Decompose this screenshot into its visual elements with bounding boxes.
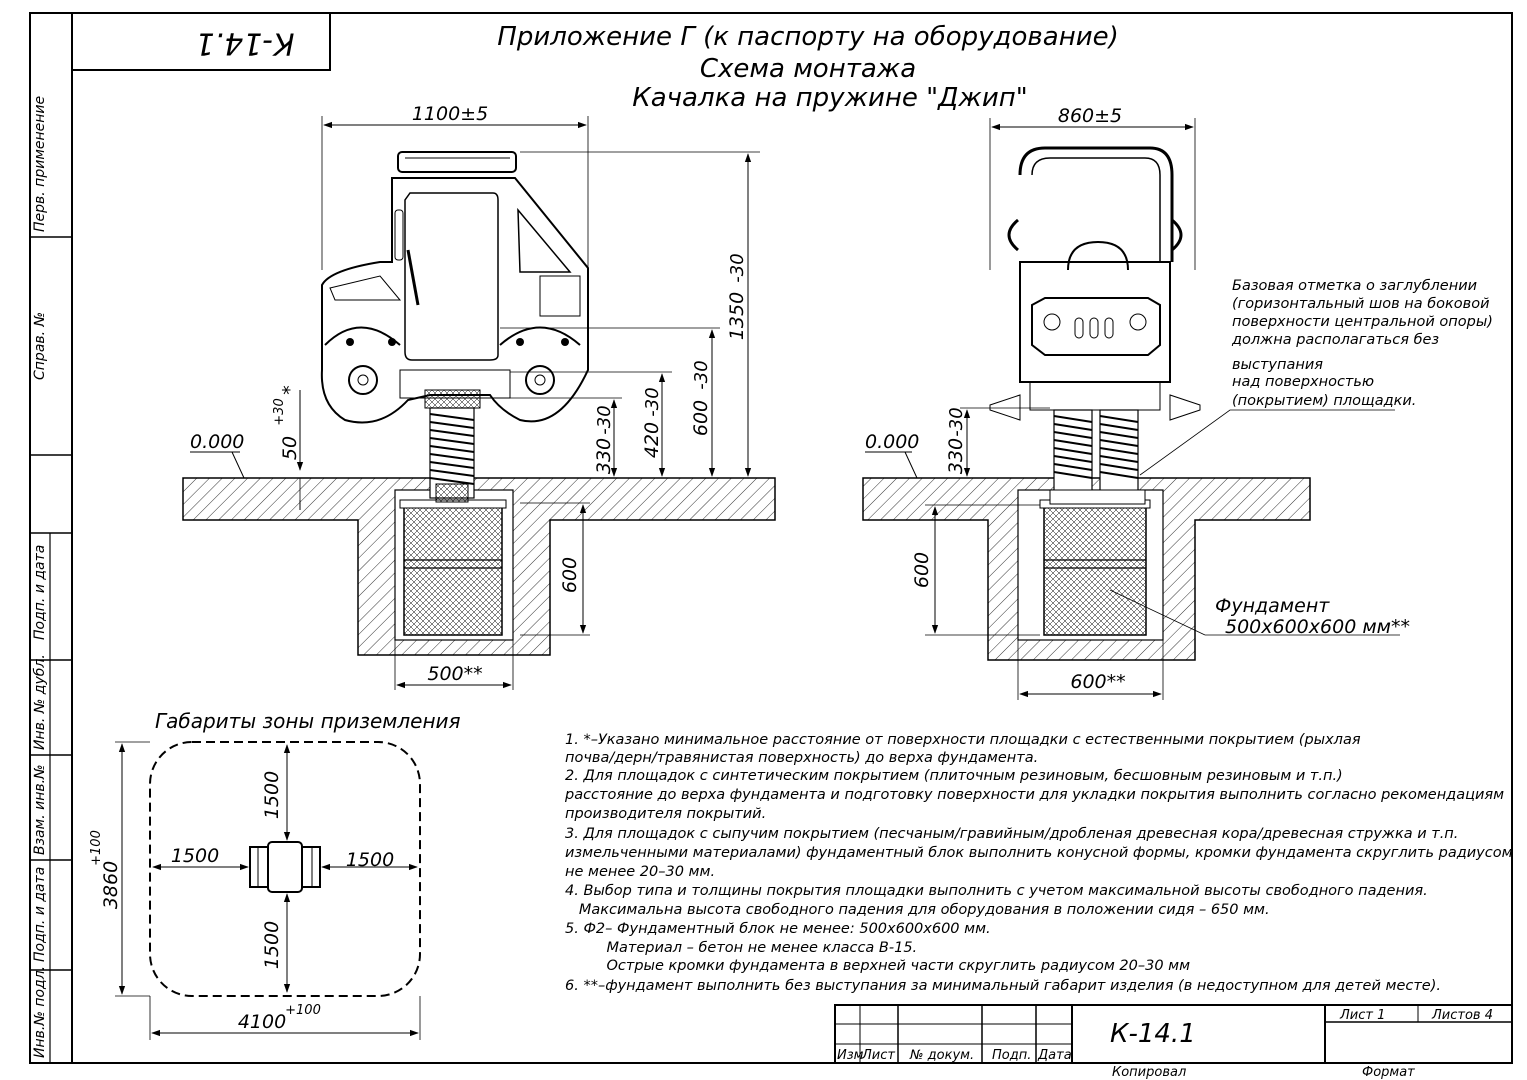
tb-no-dokum: № докум. xyxy=(909,1048,974,1063)
front-found-width: 500** xyxy=(427,663,482,685)
side-note: Базовая отметка о заглублении (горизонта… xyxy=(1109,278,1493,638)
note-line-6: 3. Для площадок с сыпучим покрытием (пес… xyxy=(565,826,1458,842)
stamp-vzam-inv: Взам. инв.№ xyxy=(32,764,48,855)
note-line-13: Острые кромки фундамента в верхней части… xyxy=(565,958,1190,974)
side-note-line-1: Базовая отметка о заглублении xyxy=(1232,278,1477,294)
note-line-12: Материал – бетон не менее класса В-15. xyxy=(565,940,917,956)
front-height-total: 1350 xyxy=(726,292,748,340)
front-width-dim: 1100±5 xyxy=(412,103,488,125)
note-line-3: 2. Для площадок с синтетическим покрытие… xyxy=(565,768,1343,784)
note-line-11: 5. Ф2– Фундаментный блок не менее: 500х6… xyxy=(565,921,991,937)
side-found-width: 600** xyxy=(1070,671,1125,693)
note-line-10: Максимальна высота свободного падения дл… xyxy=(565,902,1270,918)
title-line-1: Приложение Г (к паспорту на оборудование… xyxy=(497,22,1118,52)
title-line-2: Схема монтажа xyxy=(700,54,916,84)
tb-data: Дата xyxy=(1037,1048,1072,1063)
sheet-frame xyxy=(29,12,1513,1064)
front-height-50-mark: * xyxy=(279,385,301,395)
zone-dim-width-tol: +100 xyxy=(285,1003,321,1018)
side-stamp: Перв. применение Справ. № Подп. и дата И… xyxy=(32,96,48,1058)
code-box-top: К-14.1 xyxy=(72,13,331,71)
tb-kopiroval: Копировал xyxy=(1112,1065,1186,1080)
stamp-podp-data-1: Подп. и дата xyxy=(32,545,48,640)
tb-code: К-14.1 xyxy=(1110,1019,1196,1049)
side-height-330-tol: -30 xyxy=(946,407,967,436)
note-line-14: 6. **–фундамент выполнить без выступания… xyxy=(565,978,1441,994)
fundament-label: Фундамент xyxy=(1215,595,1330,617)
note-line-7: измельченными материалами) фундаментный … xyxy=(565,845,1513,861)
front-spring xyxy=(424,389,481,503)
front-height-50: 50 xyxy=(279,436,301,460)
tb-list-no: Лист 1 xyxy=(1339,1008,1385,1023)
front-height-330: 330 xyxy=(593,438,615,474)
side-note-line-7: (покрытием) площадки. xyxy=(1232,393,1416,409)
front-height-total-tol: -30 xyxy=(727,253,748,282)
fundament-size: 500х600х600 мм** xyxy=(1225,616,1410,638)
title-line-3: Качалка на пружине "Джип" xyxy=(632,83,1027,113)
zone-dim-right: 1500 xyxy=(346,849,394,871)
drawing-titles: Приложение Г (к паспорту на оборудование… xyxy=(497,22,1118,113)
front-height-330-tol: -30 xyxy=(594,405,615,434)
tb-list: Лист xyxy=(861,1048,895,1063)
stamp-inv-podl: Инв.№ подл. xyxy=(32,966,48,1058)
front-view: 1100±5 1350 -30 600 -30 420 -30 330 -30 … xyxy=(182,103,776,690)
zone-dim-top: 1500 xyxy=(261,771,283,819)
zone-dim-height: 3860 xyxy=(100,861,122,909)
tb-format: Формат xyxy=(1362,1065,1415,1080)
tb-listov: Листов 4 xyxy=(1431,1008,1493,1023)
note-line-5: производителя покрытий. xyxy=(565,806,766,822)
landing-zone-item xyxy=(249,841,321,893)
side-width-dim: 860±5 xyxy=(1058,105,1122,127)
front-height-50-tol: +30 xyxy=(272,398,287,425)
side-dimensions: 860±5 330 -30 0.000 600 600** xyxy=(865,105,1196,700)
front-level: 0.000 xyxy=(190,431,244,453)
side-view: 860±5 330 -30 0.000 600 600** Базовая от… xyxy=(862,105,1493,700)
stamp-sprav-no: Справ. № xyxy=(32,312,48,380)
side-note-line-6: над поверхностью xyxy=(1232,374,1374,390)
side-note-line-3: поверхности центральной опоры) xyxy=(1232,314,1493,330)
side-height-330: 330 xyxy=(945,438,967,474)
zone-dim-bottom: 1500 xyxy=(261,921,283,969)
front-height-420: 420 xyxy=(641,422,663,458)
front-dimensions: 1100±5 1350 -30 600 -30 420 -30 330 -30 … xyxy=(190,103,760,690)
side-level: 0.000 xyxy=(865,431,919,453)
landing-zone: Габариты зоны приземления 1500 1500 1500… xyxy=(89,709,461,1040)
side-note-line-5: выступания xyxy=(1232,357,1323,373)
stamp-podp-data-2: Подп. и дата xyxy=(32,867,48,962)
front-found-depth: 600 xyxy=(559,557,581,593)
tb-podp: Подп. xyxy=(992,1048,1031,1063)
side-note-line-2: (горизонтальный шов на боковой xyxy=(1232,296,1490,312)
note-line-1: 1. *–Указано минимальное расстояние от п… xyxy=(565,732,1361,748)
note-line-9: 4. Выбор типа и толщины покрытия площадк… xyxy=(565,883,1428,899)
side-foundation-block xyxy=(1039,499,1151,636)
front-height-420-tol: -30 xyxy=(642,387,663,416)
front-height-600-tol: -30 xyxy=(691,360,712,389)
tb-izm: Изм xyxy=(837,1048,864,1063)
zone-dim-width: 4100 xyxy=(238,1011,286,1033)
side-note-line-4: должна располагаться без xyxy=(1231,332,1439,348)
note-line-8: не менее 20–30 мм. xyxy=(565,864,715,880)
note-line-2: почва/дерн/травянистая поверхность) до в… xyxy=(565,750,1038,766)
front-height-600: 600 xyxy=(690,400,712,436)
front-foundation-block xyxy=(399,499,507,636)
title-block: Изм Лист № докум. Подп. Дата К-14.1 Лист… xyxy=(834,1004,1513,1080)
stamp-inv-dubl: Инв. № дубл. xyxy=(32,654,48,750)
note-line-4: расстояние до верха фундамента и подгото… xyxy=(564,787,1504,803)
code-top-rotated: К-14.1 xyxy=(196,26,295,61)
landing-zone-title: Габариты зоны приземления xyxy=(155,709,461,733)
zone-dim-height-tol: +100 xyxy=(89,830,104,866)
stamp-perv-primenenie: Перв. применение xyxy=(32,96,48,232)
side-found-depth: 600 xyxy=(911,552,933,588)
jeep-front-view xyxy=(320,151,589,424)
zone-dim-left: 1500 xyxy=(171,845,219,867)
notes-block: 1. *–Указано минимальное расстояние от п… xyxy=(564,732,1513,994)
jeep-side-view xyxy=(989,146,1201,421)
side-springs xyxy=(1049,409,1146,505)
